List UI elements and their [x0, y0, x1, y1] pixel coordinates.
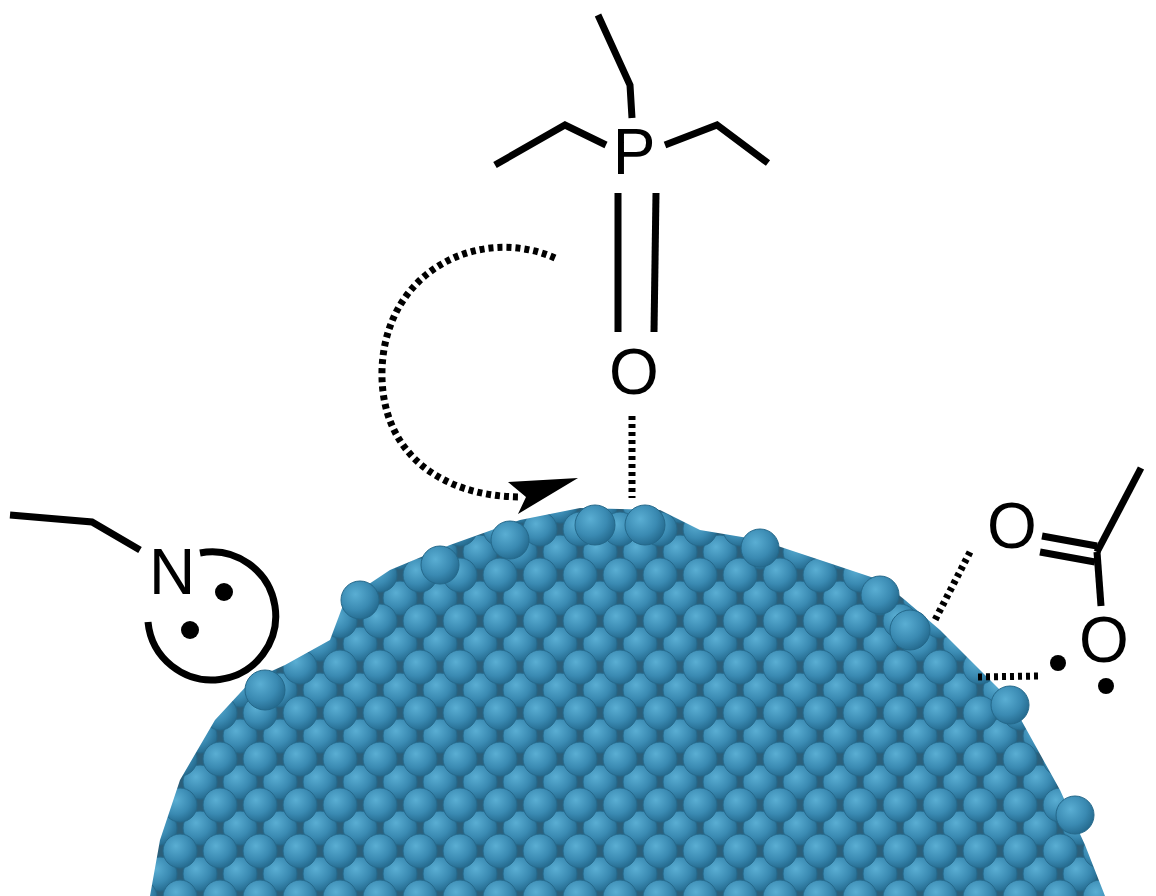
double-bond	[1042, 536, 1097, 546]
atom-label: O	[1079, 608, 1129, 672]
surface-atoms	[245, 505, 1094, 834]
ethyl-bond	[598, 15, 632, 118]
double-bond	[654, 193, 656, 332]
ethyl-bond	[10, 515, 140, 550]
electron-dots	[181, 583, 1114, 694]
ethyl-bond	[495, 125, 606, 165]
atom-label: O	[609, 340, 659, 404]
atom-label: P	[613, 120, 656, 184]
double-bond	[615, 193, 622, 332]
nanocrystal	[150, 508, 1105, 896]
coordination-bond	[975, 676, 1038, 677]
single-bond	[1097, 552, 1101, 606]
double-bond	[1040, 552, 1095, 562]
ethyl-bond	[665, 125, 768, 163]
atom-label: N	[149, 540, 195, 604]
methyl-bond	[1097, 468, 1141, 552]
arrowhead	[508, 478, 578, 514]
exchange-arrow	[382, 247, 555, 497]
atom-label: O	[987, 494, 1037, 558]
coordination-bond	[629, 416, 636, 498]
coordination-bond	[935, 552, 970, 620]
